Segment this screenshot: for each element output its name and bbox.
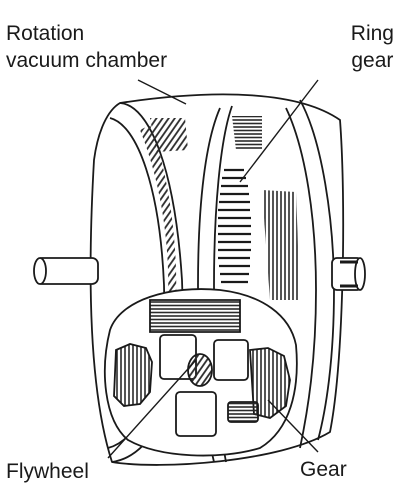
leader-ring-gear: [239, 79, 319, 183]
upper-chamber-shading: [150, 118, 188, 152]
right-axle-end: [354, 257, 366, 291]
left-chamber-shading: [140, 125, 177, 300]
label-rotation-line2: vacuum chamber: [6, 49, 168, 72]
gear-lower-block: [227, 401, 259, 423]
leader-gear: [267, 399, 319, 453]
flywheel-disc: [149, 299, 241, 333]
label-flywheel: Flywheel: [6, 460, 89, 483]
label-ring-gear-line2: gear: [351, 49, 394, 72]
leader-rotation-vacuum-chamber: [137, 79, 187, 105]
right-chamber-shading: [262, 190, 300, 300]
right-upper-shading: [232, 116, 262, 150]
center-hub: [187, 353, 213, 387]
gear-assembly: [103, 288, 298, 457]
leader-flywheel: [107, 359, 197, 459]
drum-right-inner-rim: [285, 107, 317, 449]
label-ring-gear-line1: Ring: [350, 22, 394, 45]
ring-gear-teeth: [218, 168, 251, 284]
label-gear: Gear: [300, 458, 347, 481]
label-rotation-vacuum-chamber: Rotation vacuum chamber: [6, 20, 167, 74]
left-axle-end: [33, 257, 47, 285]
gear-left-toothed: [113, 343, 153, 407]
flywheel-block-3: [175, 391, 217, 437]
drum-outer-shell: [89, 93, 345, 466]
label-ring-gear: Ring gear: [351, 20, 394, 74]
drum-right-rim: [299, 99, 335, 441]
label-rotation-line1: Rotation: [6, 22, 85, 45]
flywheel-block-2: [213, 339, 249, 381]
